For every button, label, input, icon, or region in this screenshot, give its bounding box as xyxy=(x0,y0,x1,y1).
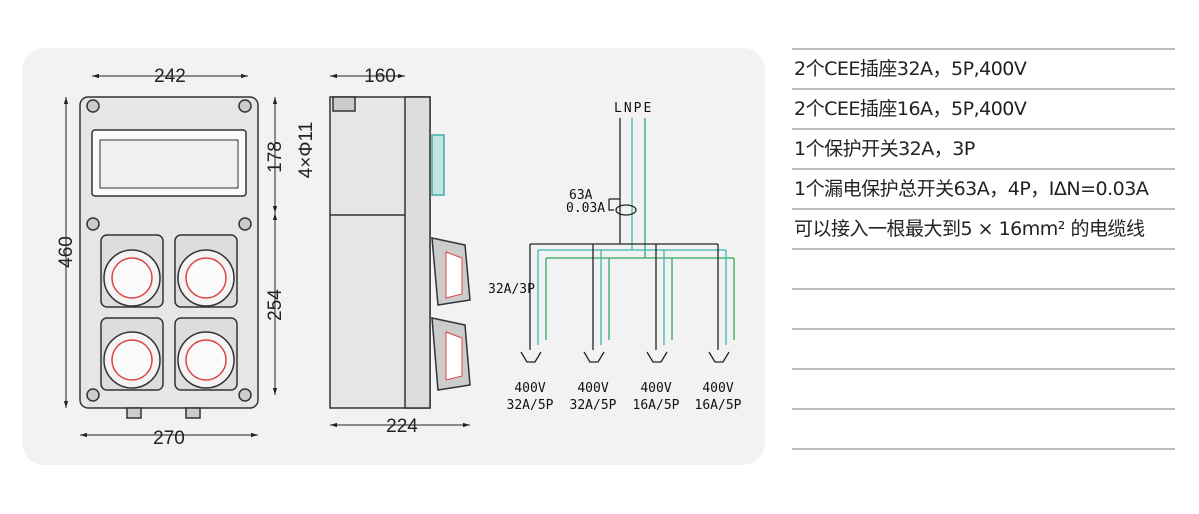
rcd-rating: 63A xyxy=(569,188,593,203)
spec-row xyxy=(792,328,1175,368)
cable-gland-icon xyxy=(185,407,201,419)
dim-242: 242 xyxy=(154,66,186,87)
dim-460: 460 xyxy=(56,236,77,268)
branch-breaker-label: 32A/3P xyxy=(488,282,535,297)
dim-254: 254 xyxy=(265,289,286,321)
spec-row xyxy=(792,408,1175,450)
spec-row: 2个CEE插座32A，5P,400V xyxy=(792,48,1175,88)
outlet-rating: 16A/5P xyxy=(695,398,742,413)
outlet-rating: 32A/5P xyxy=(570,398,617,413)
outlet-rating: 32A/5P xyxy=(507,398,554,413)
outlet-rating: 16A/5P xyxy=(633,398,680,413)
wiring-schematic: LNPE 63A 0.03A 32A/3P xyxy=(488,101,735,363)
rcd-sensitivity: 0.03A xyxy=(566,201,605,216)
dim-mounting-holes: 4×Φ11 xyxy=(296,122,317,179)
outlet-voltage: 400V xyxy=(640,381,671,396)
outlet-voltage: 400V xyxy=(514,381,545,396)
screw-icon xyxy=(86,99,252,402)
spec-row xyxy=(792,368,1175,408)
spec-row: 1个保护开关32A，3P xyxy=(792,128,1175,168)
spec-row: 1个漏电保护总开关63A，4P，IΔN=0.03A xyxy=(792,168,1175,208)
cable-gland-icon xyxy=(126,407,142,419)
spec-row: 可以接入一根最大到5 × 16mm² 的电缆线 xyxy=(792,208,1175,248)
front-view xyxy=(79,96,259,419)
outlet-voltage: 400V xyxy=(702,381,733,396)
outlet-voltage: 400V xyxy=(577,381,608,396)
dim-270: 270 xyxy=(153,428,185,449)
spec-row: 2个CEE插座16A，5P,400V xyxy=(792,88,1175,128)
spec-table: 2个CEE插座32A，5P,400V 2个CEE插座16A，5P,400V 1个… xyxy=(792,48,1175,450)
dim-224: 224 xyxy=(386,416,418,437)
cee-socket-icon xyxy=(100,234,238,391)
outlet-labels: 400V 32A/5P 400V 32A/5P 400V 16A/5P 400V… xyxy=(507,381,742,413)
side-view xyxy=(329,96,471,409)
terminal-labels: LNPE xyxy=(614,101,653,116)
spec-row xyxy=(792,248,1175,288)
spec-row xyxy=(792,288,1175,328)
dim-178: 178 xyxy=(265,141,286,173)
dim-160: 160 xyxy=(364,66,396,87)
